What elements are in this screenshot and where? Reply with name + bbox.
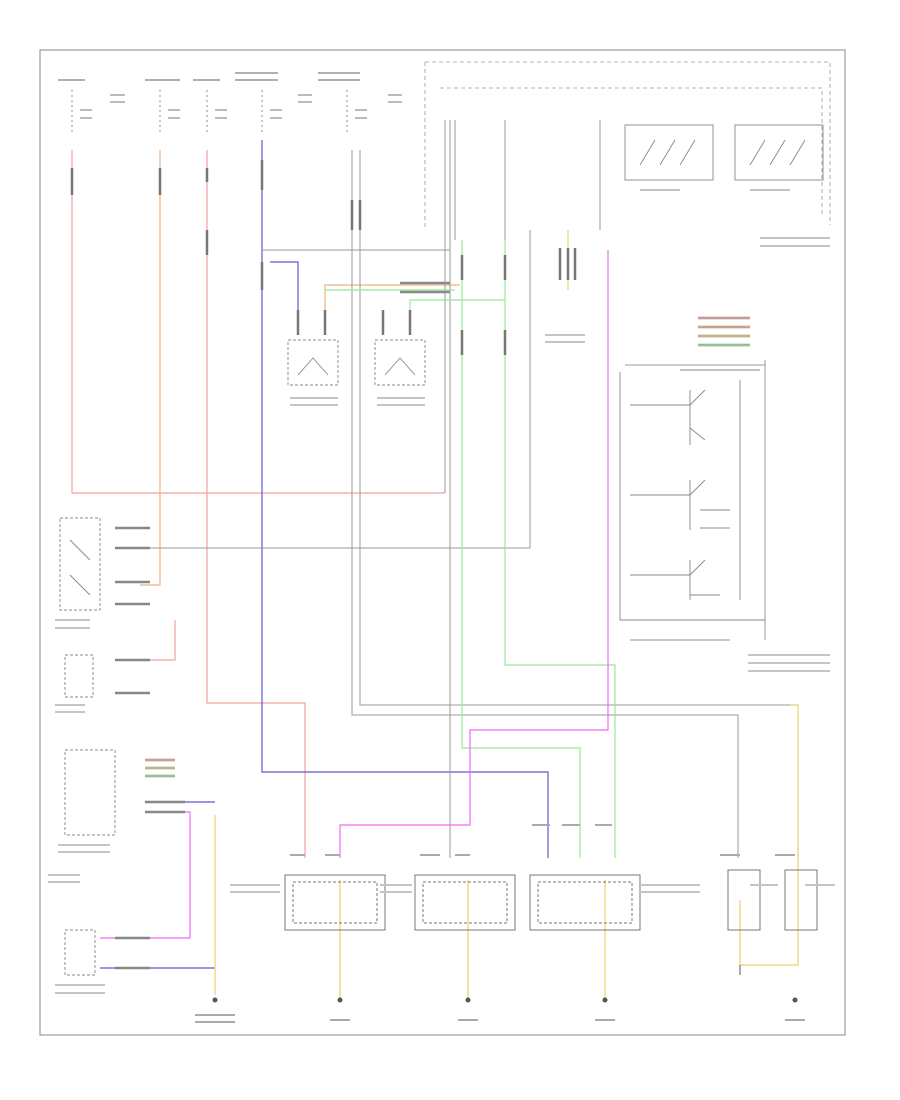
pedal-switches bbox=[287, 339, 426, 386]
ground-symbols bbox=[212, 965, 798, 1003]
wire-green bbox=[325, 240, 616, 858]
fuse-tags bbox=[80, 94, 402, 119]
fuses bbox=[71, 90, 348, 135]
fuse-labels bbox=[58, 72, 360, 81]
wire-orange bbox=[140, 150, 460, 586]
wire-red bbox=[71, 150, 445, 858]
wire-magenta bbox=[100, 250, 609, 939]
connector-clusters bbox=[115, 281, 750, 970]
left-switch-blocks bbox=[59, 517, 116, 976]
wire-gray bbox=[140, 120, 790, 858]
connector-ticks bbox=[70, 160, 577, 355]
multifunction-switch bbox=[619, 369, 765, 621]
diagram-border bbox=[39, 49, 846, 1036]
component-label-marks bbox=[48, 189, 835, 994]
ground-tags bbox=[195, 1014, 805, 1023]
relay-box-enclosure bbox=[424, 61, 831, 230]
connector-colors bbox=[145, 317, 750, 777]
seat-heater-switches bbox=[624, 124, 824, 181]
module-pin-tags bbox=[290, 824, 795, 856]
wire-blue bbox=[100, 140, 549, 969]
control-modules bbox=[284, 869, 818, 931]
